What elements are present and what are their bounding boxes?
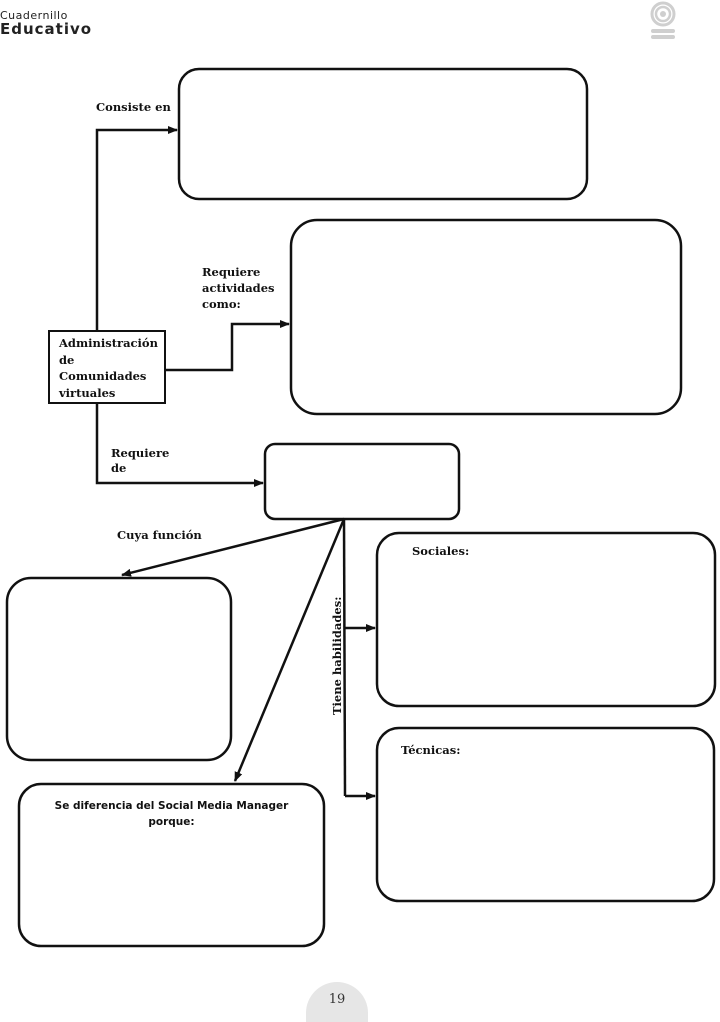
box-consiste-en — [177, 67, 589, 201]
box-cuya-funcion — [5, 576, 233, 762]
label-sociales: Sociales: — [412, 544, 470, 558]
label-consiste-en: Consiste en — [96, 100, 171, 114]
label-tiene-habilidades: Tiene habilidades: — [330, 596, 344, 715]
label-requiere-de-line2: de — [111, 461, 127, 475]
box-tecnicas — [375, 726, 716, 903]
label-cuya-funcion: Cuya función — [117, 528, 202, 542]
connector-actividades — [166, 320, 290, 372]
label-diferencia-line1: Se diferencia del Social Media Manager — [54, 800, 289, 812]
box-sociales — [375, 531, 717, 708]
brand-title: Educativo — [0, 20, 93, 38]
label-requiere-actividades-line2: actividades — [202, 281, 275, 295]
spiral-books-logo-icon — [650, 1, 676, 39]
label-diferencia-line2: porque: — [148, 816, 195, 828]
central-node-text: Administración de Comunidades virtuales — [59, 336, 158, 400]
label-requiere-de-line1: Requiere — [111, 446, 170, 460]
connector-diferencia — [233, 518, 346, 782]
connector-cuya-funcion — [121, 517, 345, 577]
connector-consiste-en — [95, 126, 178, 330]
label-requiere-actividades-line3: como: — [202, 297, 241, 311]
box-requiere-de — [263, 442, 461, 521]
box-actividades — [289, 218, 683, 416]
box-diferencia — [17, 782, 326, 948]
central-node: Administración de Comunidades virtuales — [48, 330, 166, 404]
connector-requiere-de — [95, 404, 264, 487]
label-tecnicas: Técnicas: — [401, 743, 461, 757]
label-requiere-actividades-line1: Requiere — [202, 265, 261, 279]
brand-small-text: Cuadernillo — [0, 9, 68, 22]
page-number: 19 — [328, 992, 346, 1007]
connector-habilidades-trunk — [342, 518, 347, 797]
